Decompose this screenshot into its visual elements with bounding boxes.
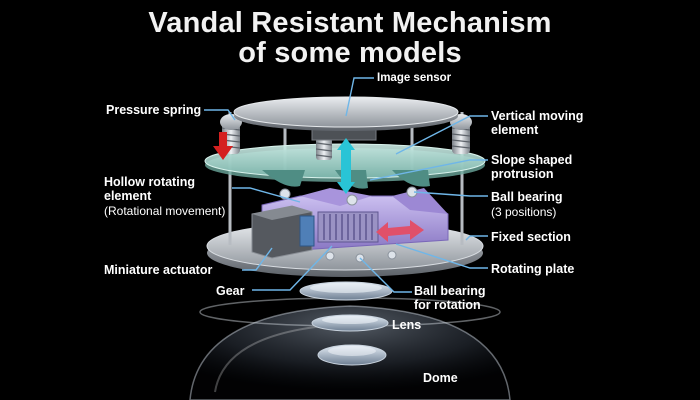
miniature-actuator [251, 205, 315, 259]
label-hollow-1: Hollow rotating [104, 175, 195, 189]
label-ball-bearing-rot-1: Ball bearing [414, 284, 486, 298]
label-slope-1: Slope shaped [491, 153, 573, 167]
spring-arrow-icon [213, 132, 233, 160]
label-hollow-2: element [104, 189, 152, 203]
label-ball-bearing-rot-2: for rotation [414, 298, 481, 312]
label-pressure-spring: Pressure spring [106, 103, 202, 117]
leader-lines [204, 77, 488, 293]
lens-assembly [299, 281, 393, 366]
label-hollow-3: (Rotational movement) [104, 204, 226, 218]
rotation-arrow-icon [376, 220, 424, 242]
label-slope-2: protrusion [491, 167, 554, 181]
page-title-line2: of some models [238, 37, 462, 69]
image-sensor [233, 96, 459, 141]
label-fixed-section: Fixed section [491, 230, 571, 244]
label-rotating-plate: Rotating plate [491, 262, 575, 276]
label-ball-bearing-positions: (3 positions) [491, 205, 557, 219]
label-vertical-moving-2: element [491, 123, 539, 137]
label-image-sensor: Image sensor [377, 72, 452, 84]
vertical-motion-arrow-icon [337, 138, 355, 194]
label-vertical-moving-1: Vertical moving [491, 109, 584, 123]
gear [317, 211, 379, 243]
page-title-line1: Vandal Resistant Mechanism [148, 7, 552, 39]
label-gear: Gear [216, 284, 245, 298]
label-miniature-actuator: Miniature actuator [104, 263, 213, 277]
label-ball-bearing: Ball bearing [491, 190, 563, 204]
pressure-springs [220, 114, 472, 160]
label-dome: Dome [423, 371, 458, 385]
label-lens: Lens [392, 318, 422, 332]
